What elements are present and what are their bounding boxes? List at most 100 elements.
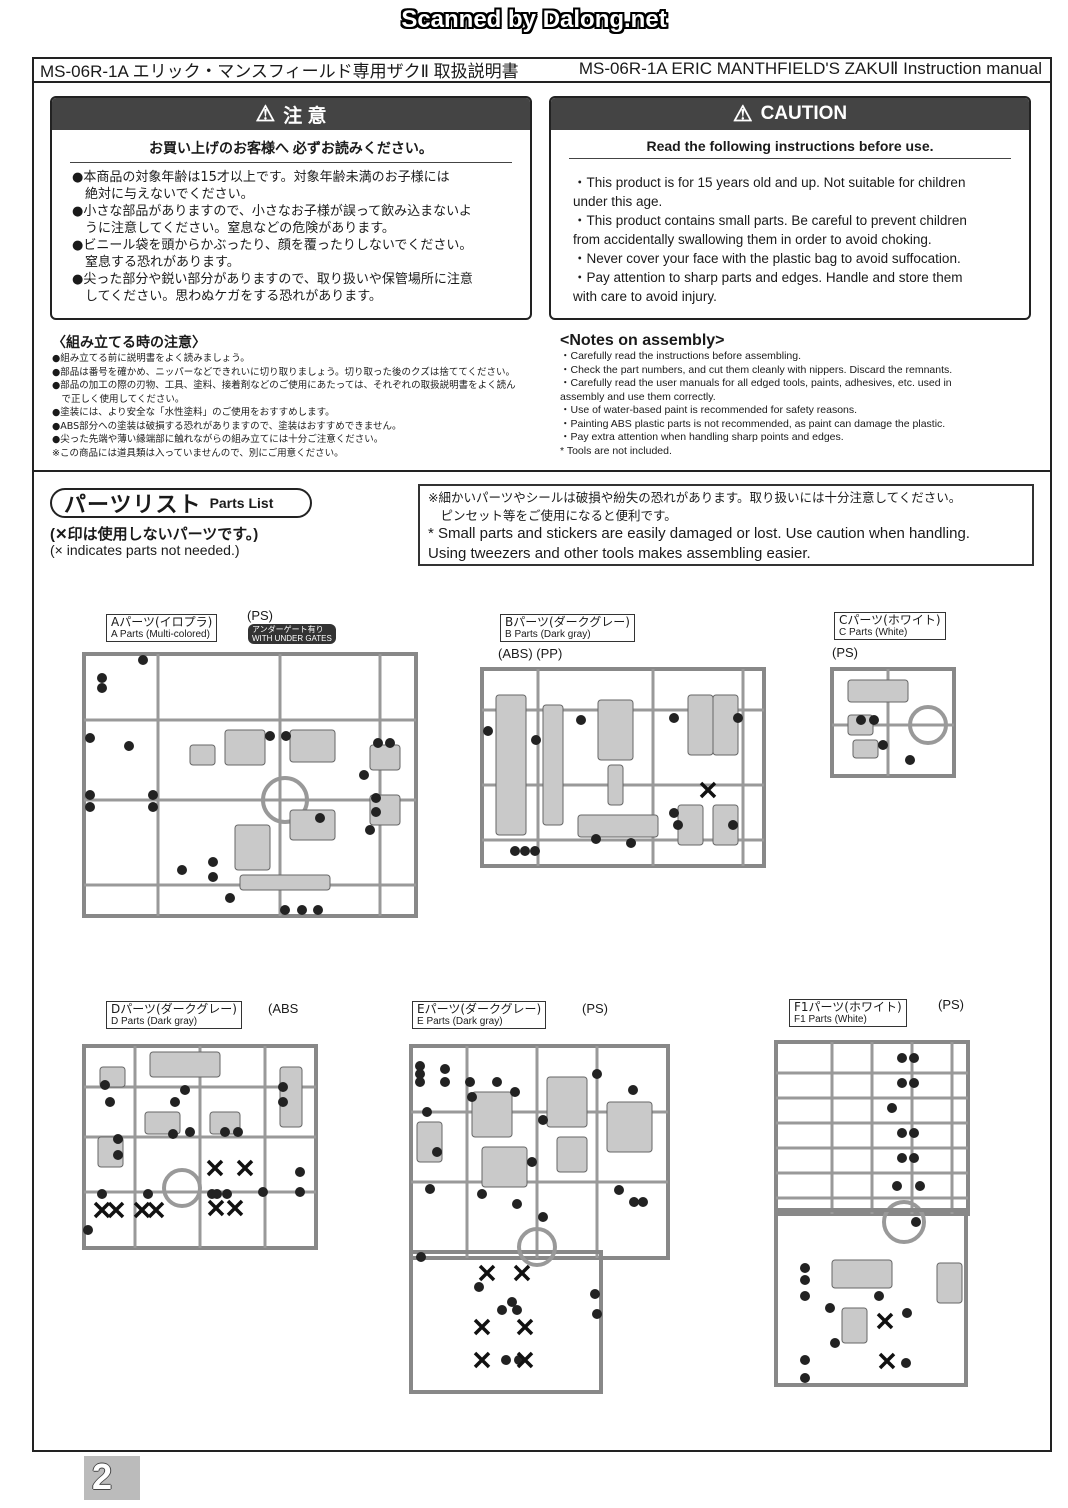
parts-not-needed-note-en: (× indicates parts not needed.) bbox=[50, 542, 240, 558]
part-number-marker bbox=[874, 1291, 884, 1301]
handling-notice-jp: ピンセット等をご使用になると便利です。 bbox=[428, 507, 677, 523]
page-frame bbox=[32, 57, 1052, 1452]
note-line-en: ・Carefully read the instructions before … bbox=[560, 350, 802, 362]
assembly-notes-en: <Notes on assembly> ・Carefully read the … bbox=[560, 332, 1030, 458]
part-number-marker bbox=[113, 1150, 123, 1160]
runner-material-c: (PS) bbox=[832, 645, 858, 660]
part-number-marker bbox=[416, 1252, 426, 1262]
part-number-marker bbox=[295, 1167, 305, 1177]
part-number-marker bbox=[97, 1189, 107, 1199]
part-number-marker bbox=[669, 713, 679, 723]
not-needed-cross-icon bbox=[207, 1199, 225, 1217]
part-number-marker bbox=[415, 1061, 425, 1071]
part-number-marker bbox=[170, 1097, 180, 1107]
part-number-marker bbox=[83, 1225, 93, 1235]
caution-subtitle-jp: お買い上げのお客様へ 必ずお読みください。 bbox=[70, 138, 512, 163]
runner-material-e: (PS) bbox=[582, 1001, 608, 1016]
caution-box-jp: ⚠注 意 お買い上げのお客様へ 必ずお読みください。 ●本商品の対象年齢は15才… bbox=[50, 96, 532, 320]
part-number-marker bbox=[222, 1189, 232, 1199]
part-number-marker bbox=[592, 1309, 602, 1319]
part-number-marker bbox=[520, 846, 530, 856]
part-number-marker bbox=[313, 905, 323, 915]
scan-watermark: Scanned by Dalong.net bbox=[401, 6, 667, 33]
runner-frame bbox=[830, 667, 956, 778]
runner-part bbox=[481, 1146, 528, 1188]
not-needed-cross-icon bbox=[473, 1318, 491, 1336]
runner-material-d: (ABS bbox=[268, 1001, 299, 1016]
part-number-marker bbox=[148, 802, 158, 812]
part-number-marker bbox=[477, 1189, 487, 1199]
part-number-marker bbox=[497, 1305, 507, 1315]
runner-diagram-d bbox=[82, 1044, 318, 1250]
part-number-marker bbox=[892, 1181, 902, 1191]
runner-part bbox=[495, 694, 527, 836]
part-number-marker bbox=[614, 1185, 624, 1195]
runner-frame bbox=[480, 667, 766, 868]
part-number-marker bbox=[909, 1153, 919, 1163]
runner-part bbox=[189, 744, 216, 766]
part-number-marker bbox=[538, 1115, 548, 1125]
warning-icon: ⚠ bbox=[732, 101, 753, 126]
handling-notice-jp: ※細かいパーツやシールは破損や紛失の恐れがあります。取り扱いには十分注意してくだ… bbox=[428, 490, 962, 505]
part-number-marker bbox=[800, 1373, 810, 1383]
part-number-marker bbox=[538, 1212, 548, 1222]
part-number-marker bbox=[905, 755, 915, 765]
note-line-en: ・Carefully read the user manuals for all… bbox=[560, 377, 952, 389]
part-number-marker bbox=[105, 1097, 115, 1107]
runner-part bbox=[234, 824, 271, 871]
part-number-marker bbox=[177, 865, 187, 875]
part-number-marker bbox=[373, 738, 383, 748]
header-title-jp: MS-06R-1A エリック・マンスフィールド専用ザクⅡ 取扱説明書 bbox=[40, 61, 519, 81]
caution-line-jp: ●ビニール袋を頭からかぶったり、顔を覆ったりしないでください。 bbox=[72, 238, 473, 253]
runner-ring bbox=[517, 1227, 557, 1267]
assembly-notes-jp: 〈組み立てる時の注意〉 ●組み立てる前に説明書をよく読みましょう。 ●部品は番号… bbox=[52, 332, 547, 460]
caution-line-en: under this age. bbox=[573, 194, 663, 209]
part-number-marker bbox=[124, 741, 134, 751]
part-number-marker bbox=[371, 807, 381, 817]
caution-line-jp: ●本商品の対象年齢は15才以上です。対象年齢未満のお子様には bbox=[72, 170, 450, 185]
runner-ring bbox=[162, 1168, 202, 1208]
part-number-marker bbox=[440, 1077, 450, 1087]
runner-part bbox=[289, 809, 336, 841]
handling-notice-en: Using tweezers and other tools makes ass… bbox=[428, 545, 811, 562]
part-number-marker bbox=[281, 731, 291, 741]
part-number-marker bbox=[85, 790, 95, 800]
part-number-marker bbox=[185, 1127, 195, 1137]
caution-title-en: ⚠CAUTION bbox=[551, 98, 1029, 130]
not-needed-cross-icon bbox=[878, 1352, 896, 1370]
runner-frame bbox=[409, 1250, 603, 1394]
part-number-marker bbox=[483, 726, 493, 736]
part-number-marker bbox=[800, 1355, 810, 1365]
part-number-marker bbox=[510, 1087, 520, 1097]
part-number-marker bbox=[295, 1187, 305, 1197]
note-line-jp: ●ABS部分への塗装は破損する恐れがありますので、塗装はおすすめできません。 bbox=[52, 420, 402, 432]
handling-notice-en: * Small parts and stickers are easily da… bbox=[428, 525, 970, 542]
note-line-jp: ●部品の加工の際の刃物、工具、塗料、接着剤などのご使用にあたっては、それぞれの取… bbox=[52, 380, 516, 391]
part-number-marker bbox=[385, 738, 395, 748]
not-needed-cross-icon bbox=[478, 1264, 496, 1282]
caution-line-en: ・This product contains small parts. Be c… bbox=[573, 213, 967, 228]
runner-diagram-a bbox=[82, 652, 418, 918]
part-number-marker bbox=[359, 770, 369, 780]
note-line-jp: ●組み立てる前に説明書をよく読みましょう。 bbox=[52, 353, 250, 364]
part-number-marker bbox=[467, 1092, 477, 1102]
part-number-marker bbox=[97, 683, 107, 693]
part-number-marker bbox=[148, 790, 158, 800]
part-number-marker bbox=[897, 1128, 907, 1138]
part-number-marker bbox=[233, 1127, 243, 1137]
part-number-marker bbox=[530, 846, 540, 856]
runner-ring bbox=[882, 1200, 926, 1244]
runner-frame bbox=[82, 652, 418, 918]
runner-label-b: Bパーツ(ダークグレー)B Parts (Dark gray) bbox=[500, 614, 635, 642]
runner-diagram-f1 bbox=[774, 1040, 970, 1387]
part-number-marker bbox=[591, 834, 601, 844]
runner-part bbox=[687, 694, 714, 756]
runner-material-b: (ABS) (PP) bbox=[498, 646, 563, 661]
part-number-marker bbox=[85, 733, 95, 743]
notes-title-jp: 〈組み立てる時の注意〉 bbox=[52, 334, 206, 350]
caution-line-jp: ●尖った部分や鋭い部分がありますので、取り扱いや保管場所に注意 bbox=[72, 272, 473, 287]
part-number-marker bbox=[869, 715, 879, 725]
note-line-en: ・Painting ABS plastic parts is not recom… bbox=[560, 417, 946, 430]
part-number-marker bbox=[180, 1085, 190, 1095]
part-number-marker bbox=[225, 893, 235, 903]
